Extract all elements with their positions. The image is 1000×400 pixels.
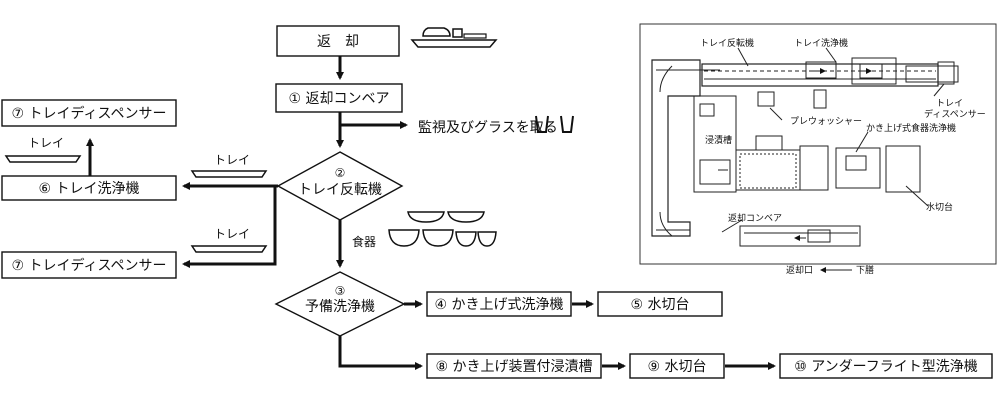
return-label: 返 却 — [317, 34, 359, 50]
return-conveyor-label: ① 返却コンベア — [288, 91, 389, 107]
tray-dispenser-bottom-label: ⑦ トレイディスペンサー — [11, 257, 166, 274]
plan-tray-flipper-label: トレイ反転機 — [700, 37, 754, 49]
return-conveyor-box: ① 返却コンベア — [275, 83, 403, 113]
plan-tray-dispenser-label-1: トレイ — [936, 99, 963, 109]
scoop-washer-box: ④ かき上げ式洗浄機 — [426, 291, 572, 317]
tray-icon-3 — [190, 245, 268, 253]
drain-table-2-label: ⑨ 水切台 — [647, 359, 706, 375]
glass-icon — [535, 115, 574, 133]
tray-icon-2 — [190, 170, 268, 178]
pre-washer-diamond: ③ 予備洗浄機 — [274, 271, 406, 337]
tray-icon-1 — [4, 155, 82, 163]
plan-tray-washer-label: トレイ洗浄機 — [794, 37, 848, 49]
plan-prewasher-label: プレウォッシャー — [790, 116, 862, 127]
dishes-icon — [388, 211, 497, 247]
returned-tray-icon — [410, 27, 498, 48]
tray-dispenser-top-label: ⑦ トレイディスペンサー — [11, 105, 166, 122]
tray-dispenser-top-box: ⑦ トレイディスペンサー — [1, 99, 177, 127]
tray-flipper-diamond: ② トレイ反転機 — [276, 151, 404, 221]
drain-table-1-box: ⑤ 水切台 — [597, 291, 723, 317]
plan-drain-table-label: 水切台 — [926, 201, 953, 213]
plan-return-port-label: 返却口 — [786, 264, 813, 276]
scoop-washer-label: ④ かき上げ式洗浄機 — [434, 297, 563, 313]
soak-tank-label: ⑧ かき上げ装置付浸漬槽 — [435, 359, 592, 375]
tray-flipper-number: ② — [335, 166, 346, 180]
soak-tank-box: ⑧ かき上げ装置付浸漬槽 — [426, 353, 602, 379]
plan-scoop-washer-label: かき上げ式食器洗浄機 — [866, 122, 956, 134]
floor-plan: トレイ反転機 トレイ洗浄機 トレイ ディスペンサー プレウォッシャー かき上げ式… — [639, 23, 997, 276]
pre-washer-number: ③ — [335, 284, 346, 298]
drain-table-1-label: ⑤ 水切台 — [630, 297, 689, 313]
tray-dispenser-bottom-box: ⑦ トレイディスペンサー — [1, 251, 177, 279]
return-box: 返 却 — [276, 25, 400, 57]
underflight-washer-label: ⑩ アンダーフライト型洗浄機 — [794, 359, 978, 375]
tray-label-2: トレイ — [214, 153, 250, 167]
plan-return-conveyor-label: 返却コンベア — [728, 212, 782, 224]
monitor-note: 監視及びグラスを取る — [418, 119, 558, 136]
tray-washer-label: ⑥ トレイ洗浄機 — [38, 181, 139, 197]
tray-label-3: トレイ — [214, 227, 250, 241]
tray-washer-box: ⑥ トレイ洗浄機 — [1, 175, 177, 201]
tray-flipper-label: トレイ反転機 — [298, 182, 382, 198]
plan-down-label: 下膳 — [856, 264, 874, 276]
underflight-washer-box: ⑩ アンダーフライト型洗浄機 — [779, 353, 993, 379]
drain-table-2-box: ⑨ 水切台 — [629, 353, 725, 379]
plan-tray-dispenser-label-2: ディスペンサー — [924, 108, 986, 120]
pre-washer-label: 予備洗浄機 — [305, 299, 375, 315]
dishes-label: 食器 — [352, 234, 376, 249]
plan-soak-label: 浸漬槽 — [705, 134, 732, 146]
tray-label-1: トレイ — [28, 136, 64, 150]
